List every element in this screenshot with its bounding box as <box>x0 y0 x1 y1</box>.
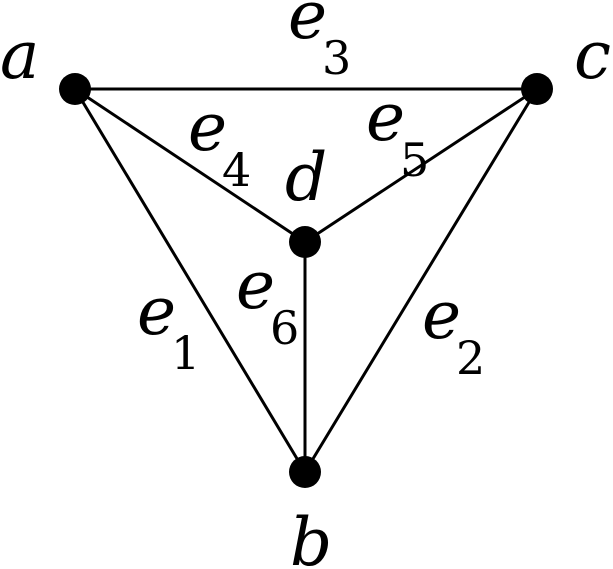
edge-symbol: e <box>236 247 275 324</box>
edge-subscript: 2 <box>456 331 485 385</box>
vertex-label-d: d <box>285 139 327 216</box>
edge-label-e2: e 2 <box>422 277 485 385</box>
edge-e5 <box>303 87 539 244</box>
vertex-label-a: a <box>0 17 39 94</box>
edge-symbol: e <box>288 0 327 54</box>
edge-symbol: e <box>366 79 405 156</box>
edge-label-e6: e 6 <box>236 247 299 355</box>
edge-symbol: e <box>422 277 461 354</box>
vertex-c <box>521 73 553 105</box>
vertex-d <box>289 226 321 258</box>
edge-subscript: 1 <box>171 326 200 380</box>
edge-label-e3: e 3 <box>288 0 351 85</box>
vertex-a <box>59 73 91 105</box>
edge-symbol: e <box>137 273 176 350</box>
vertex-label-c: c <box>574 17 611 94</box>
edge-subscript: 6 <box>270 301 299 355</box>
vertex-b <box>289 456 321 488</box>
edge-e2 <box>303 87 539 474</box>
edge-label-e4: e 4 <box>188 89 251 197</box>
vertex-label-b: b <box>290 504 332 569</box>
edge-symbol: e <box>188 89 227 166</box>
edge-label-e1: e 1 <box>137 273 200 380</box>
edge-label-e5: e 5 <box>366 79 429 187</box>
edge-e1 <box>73 87 307 474</box>
edge-subscript: 4 <box>222 143 251 197</box>
edge-subscript: 3 <box>322 31 351 85</box>
edge-subscript: 5 <box>400 133 429 187</box>
edge-e4 <box>73 87 307 244</box>
